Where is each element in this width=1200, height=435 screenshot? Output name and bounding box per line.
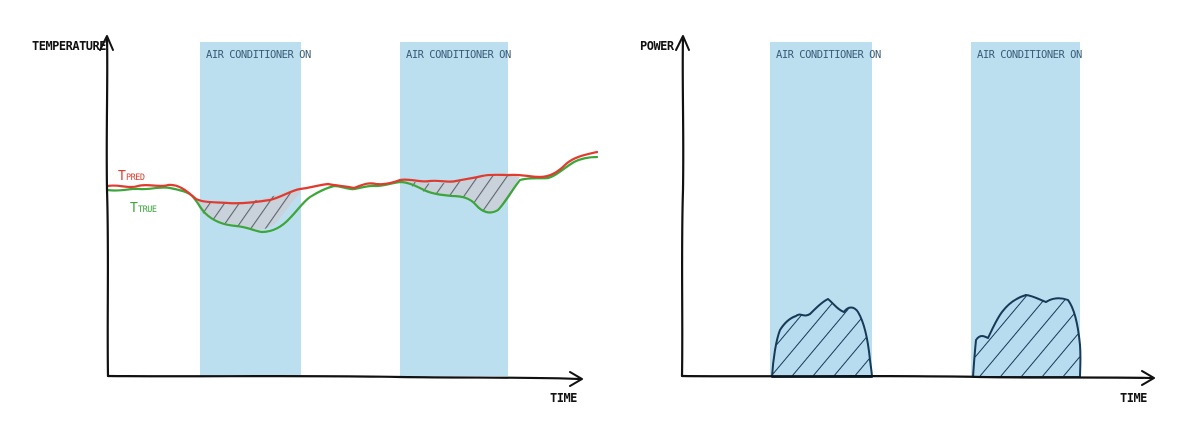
ac-on-label-1: AIR CONDITIONER ON bbox=[206, 49, 311, 61]
ac-on-label-2: AIR CONDITIONER ON bbox=[406, 49, 511, 61]
right-y-axis-label: POWER bbox=[640, 39, 675, 53]
t-pred-line bbox=[106, 150, 599, 205]
t-true-line bbox=[106, 155, 599, 234]
left-x-arrow bbox=[569, 371, 583, 387]
left-y-axis-label: TEMPERATURE bbox=[32, 39, 106, 53]
left-panel: AIR CONDITIONER ON AIR CONDITIONER ON TE… bbox=[32, 35, 599, 405]
power-consumption-area-2 bbox=[972, 294, 1082, 378]
left-x-axis-label: TIME bbox=[550, 391, 577, 405]
power-ac-on-label-1: AIR CONDITIONER ON bbox=[776, 49, 881, 61]
left-y-arrow bbox=[99, 35, 114, 51]
power-ac-on-label-2: AIR CONDITIONER ON bbox=[977, 49, 1082, 61]
t-true-label-main: T bbox=[130, 201, 138, 216]
t-pred-label-sub: PRED bbox=[126, 173, 145, 183]
t-pred-label-main: T bbox=[118, 169, 126, 184]
right-x-axis bbox=[680, 374, 1154, 380]
temperature-gap-area-2 bbox=[400, 174, 520, 213]
right-x-axis-label: TIME bbox=[1120, 391, 1147, 405]
right-x-arrow bbox=[1141, 370, 1155, 386]
t-true-label: T TRUE bbox=[130, 201, 157, 216]
t-pred-label: T PRED bbox=[118, 169, 145, 184]
right-y-axis bbox=[680, 36, 685, 378]
right-y-arrow bbox=[675, 35, 690, 51]
left-x-axis bbox=[106, 374, 582, 381]
right-panel: AIR CONDITIONER ON AIR CONDITIONER ON PO… bbox=[640, 35, 1155, 405]
power-consumption-area-1 bbox=[771, 298, 873, 378]
t-true-label-sub: TRUE bbox=[138, 205, 157, 215]
left-y-axis bbox=[105, 36, 110, 378]
